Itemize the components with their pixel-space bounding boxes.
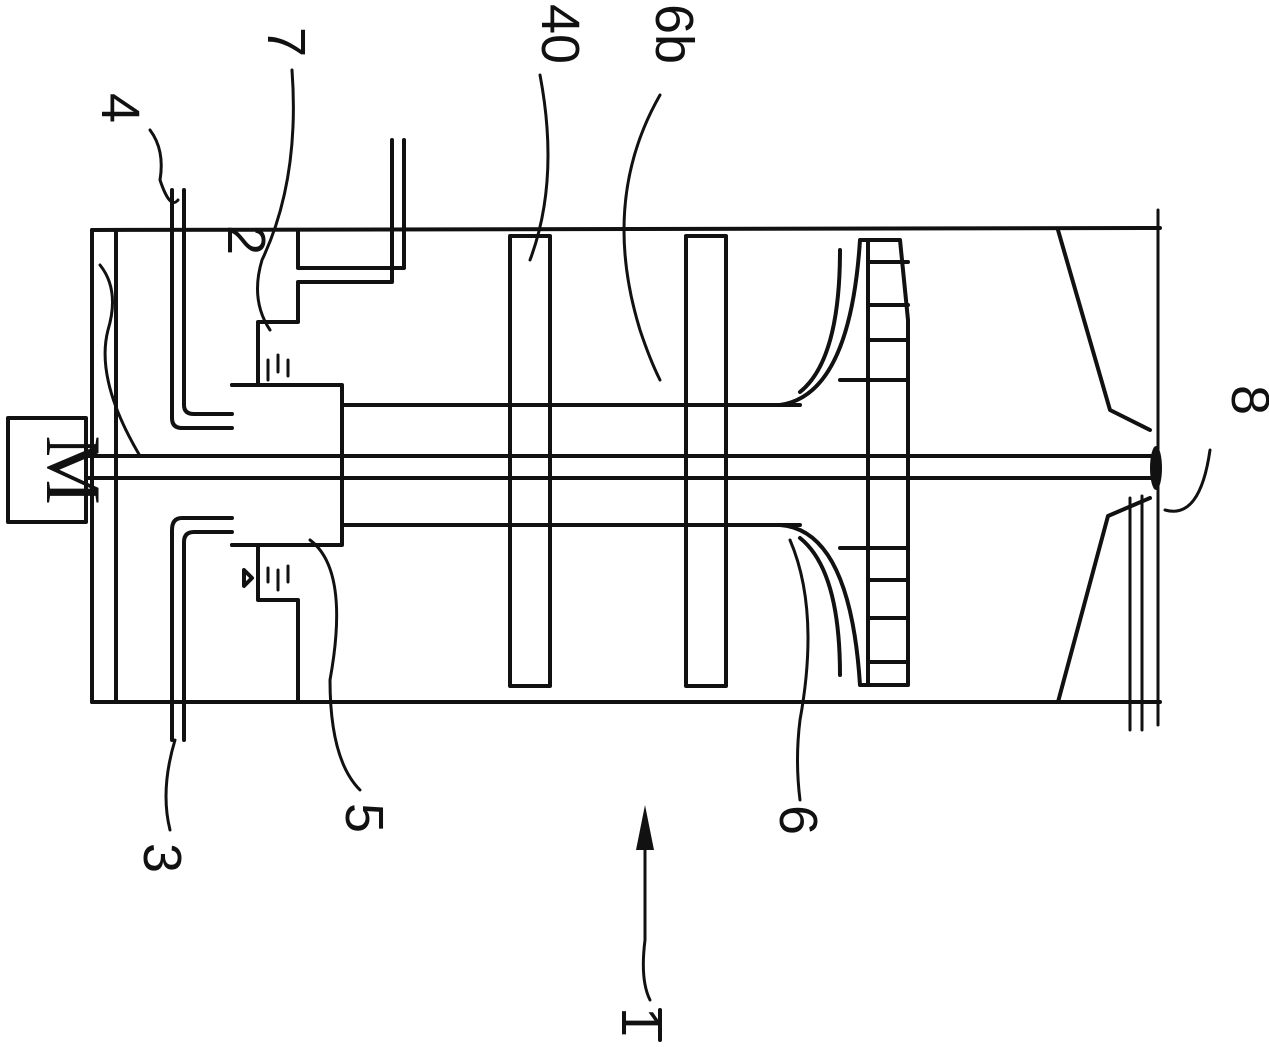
label-7: 7	[256, 27, 316, 57]
leader-lines	[98, 68, 1212, 1002]
weir-bottom	[230, 543, 300, 704]
label-6b: 6b	[644, 4, 704, 64]
motor-label: M	[30, 435, 117, 504]
reference-labels: 4 2 7 40 6b 3 5 6 8 1	[90, 4, 1269, 1042]
conical-bottom	[1056, 228, 1162, 732]
impeller	[778, 238, 910, 687]
hub	[230, 383, 802, 547]
vessel-outline	[90, 208, 1162, 727]
label-6: 6	[768, 805, 828, 835]
label-4: 4	[90, 93, 150, 123]
baffles	[508, 234, 728, 688]
label-2: 2	[216, 225, 276, 255]
label-8: 8	[1220, 385, 1269, 415]
motor-box: M	[6, 416, 117, 524]
label-3: 3	[132, 843, 192, 873]
label-40: 40	[530, 4, 590, 64]
feed-pipes	[170, 188, 234, 742]
weir-top	[230, 138, 406, 387]
outlet-valve	[1150, 446, 1162, 490]
label-5: 5	[334, 803, 394, 833]
shaft	[90, 454, 1160, 480]
